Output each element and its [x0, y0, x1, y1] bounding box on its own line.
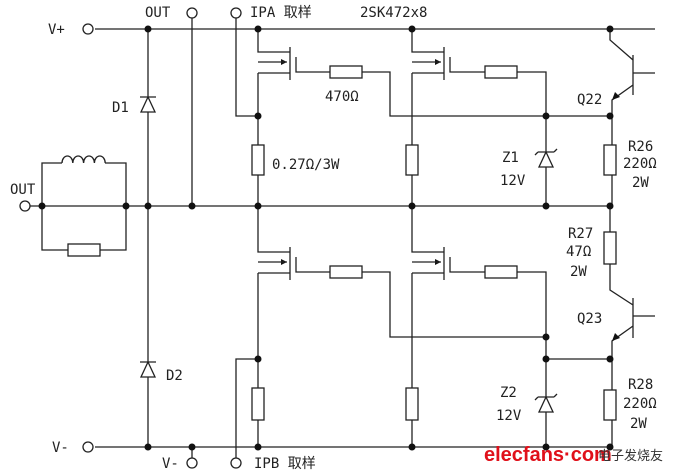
ipa-label: IPA 取样 — [250, 5, 312, 21]
wires — [41, 18, 655, 458]
r28 — [603, 389, 617, 421]
junctions — [38, 25, 614, 451]
z1-voltage: 12V — [500, 173, 526, 189]
r27 — [603, 231, 617, 265]
r28-label: R28 — [628, 377, 653, 393]
watermark: elecfans·com 电子发烧友 — [484, 444, 663, 466]
out-left-label: OUT — [10, 182, 36, 198]
r27-value: 47Ω — [566, 244, 591, 260]
terminals — [19, 7, 242, 469]
r26 — [603, 144, 617, 176]
r26-label: R26 — [628, 139, 653, 155]
source-resistor-1 — [251, 144, 265, 176]
ipa-terminal — [230, 7, 242, 19]
ipb-label: IPB 取样 — [254, 456, 316, 472]
source-resistor-4 — [405, 387, 419, 421]
r28-value: 220Ω — [623, 396, 657, 412]
mosfet-label: 2SK472x8 — [360, 5, 427, 21]
gate-resistor-2 — [484, 65, 518, 79]
q23-label: Q23 — [577, 311, 602, 327]
v-minus-2-label: V- — [162, 456, 179, 472]
resistor-left — [67, 243, 101, 257]
gate-res-label: 470Ω — [325, 89, 359, 105]
ipb-terminal — [230, 457, 242, 469]
d2-label: D2 — [166, 368, 183, 384]
gate-resistor-1 — [329, 65, 363, 79]
v-plus-terminal — [82, 23, 94, 35]
v-minus-label: V- — [52, 440, 69, 456]
gate-resistor-3 — [329, 265, 363, 279]
z2-voltage: 12V — [496, 408, 522, 424]
r28-watt: 2W — [630, 416, 647, 432]
d1-diode-icon — [139, 95, 157, 113]
out-top-terminal — [186, 7, 198, 19]
z1-label: Z1 — [502, 150, 519, 166]
out-top-label: OUT — [145, 5, 171, 21]
z1-zener-icon — [534, 148, 558, 168]
v-plus-label: V+ — [48, 22, 65, 38]
watermark-site: elecfans·com — [484, 444, 612, 466]
q22-label: Q22 — [577, 92, 602, 108]
d1-label: D1 — [112, 100, 129, 116]
source-resistor-3 — [251, 387, 265, 421]
source-resistor-2 — [405, 144, 419, 176]
z2-label: Z2 — [500, 385, 517, 401]
diodes — [139, 95, 558, 413]
out-left-terminal — [19, 200, 31, 212]
r27-label: R27 — [568, 226, 593, 242]
watermark-cn: 电子发烧友 — [598, 448, 663, 464]
gate-resistor-4 — [484, 265, 518, 279]
d2-diode-icon — [139, 360, 157, 378]
z2-zener-icon — [534, 393, 558, 413]
r26-value: 220Ω — [623, 156, 657, 172]
v-minus-2-terminal — [186, 457, 198, 469]
source-res-label: 0.27Ω/3W — [272, 157, 340, 173]
v-minus-terminal — [82, 441, 94, 453]
labels: V+ OUT IPA 取样 2SK472x8 D1 470Ω 0.27Ω/3W … — [10, 5, 657, 472]
resistors — [67, 65, 617, 421]
r26-watt: 2W — [632, 175, 649, 191]
r27-watt: 2W — [570, 264, 587, 280]
